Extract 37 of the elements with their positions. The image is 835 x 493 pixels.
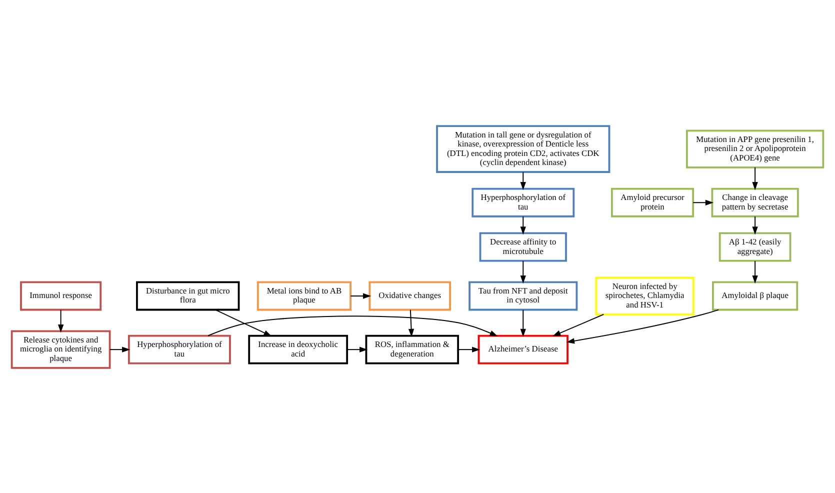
arrow: [692, 199, 714, 205]
arrow: [458, 346, 480, 352]
arrow: [566, 308, 720, 344]
arrow: [752, 260, 758, 284]
arrow: [752, 215, 758, 234]
node-box: Aβ 1-42 (easily aggregate): [718, 232, 792, 262]
node-box: Release cytokines and microglia on identifying plaque: [10, 330, 111, 368]
arrow: [752, 166, 758, 190]
node-box: Disturbance in gut micro flora: [136, 280, 240, 310]
node-box: Amyloid precursor protein: [610, 187, 694, 217]
arrow: [208, 315, 498, 336]
arrow: [350, 292, 372, 298]
arrow: [109, 346, 130, 352]
node-box: Hyperphosphorylation of tau: [128, 334, 231, 364]
arrow: [58, 308, 64, 332]
arrow: [552, 313, 604, 336]
arrow: [346, 346, 368, 352]
node-box: Immunol response: [20, 280, 102, 310]
node-box: ROS, inflammation & degeneration: [365, 334, 460, 364]
arrow: [520, 215, 526, 234]
arrow: [520, 308, 526, 336]
node-box: Neuron infected by spirochetes, Chlamydia and HSV-1: [595, 276, 694, 315]
arrow: [520, 260, 526, 284]
node-box: Change in cleavage pattern by secretase: [711, 187, 799, 217]
node-box: Increase in deoxycholic acid: [248, 334, 348, 364]
arrow: [520, 171, 526, 190]
node-box: Metal ions bind to AB plaque: [256, 280, 352, 310]
arrow: [408, 308, 414, 336]
node-box: Amyloidal β plaque: [712, 280, 798, 310]
node-box: Tau from NFT and deposit in cytosol: [468, 280, 578, 310]
node-box: Mutation in tall gene or dysregulation of kinase, overexpression of Denticle less (DTL) encoding protein CD2, activates CDK (cyclin dependent kinase): [436, 124, 610, 172]
node-box: Alzheimer’s Disease: [478, 334, 568, 364]
arrow: [215, 308, 272, 336]
node-box: Decrease affinity to microtubule: [479, 232, 567, 262]
node-box: Hyperphosphorylation of tau: [472, 187, 575, 217]
node-box: Oxidative changes: [368, 280, 451, 310]
node-box: Mutation in APP gene presenilin 1, presenilin 2 or Apolipoprotein (APOE4) gene: [686, 129, 824, 168]
